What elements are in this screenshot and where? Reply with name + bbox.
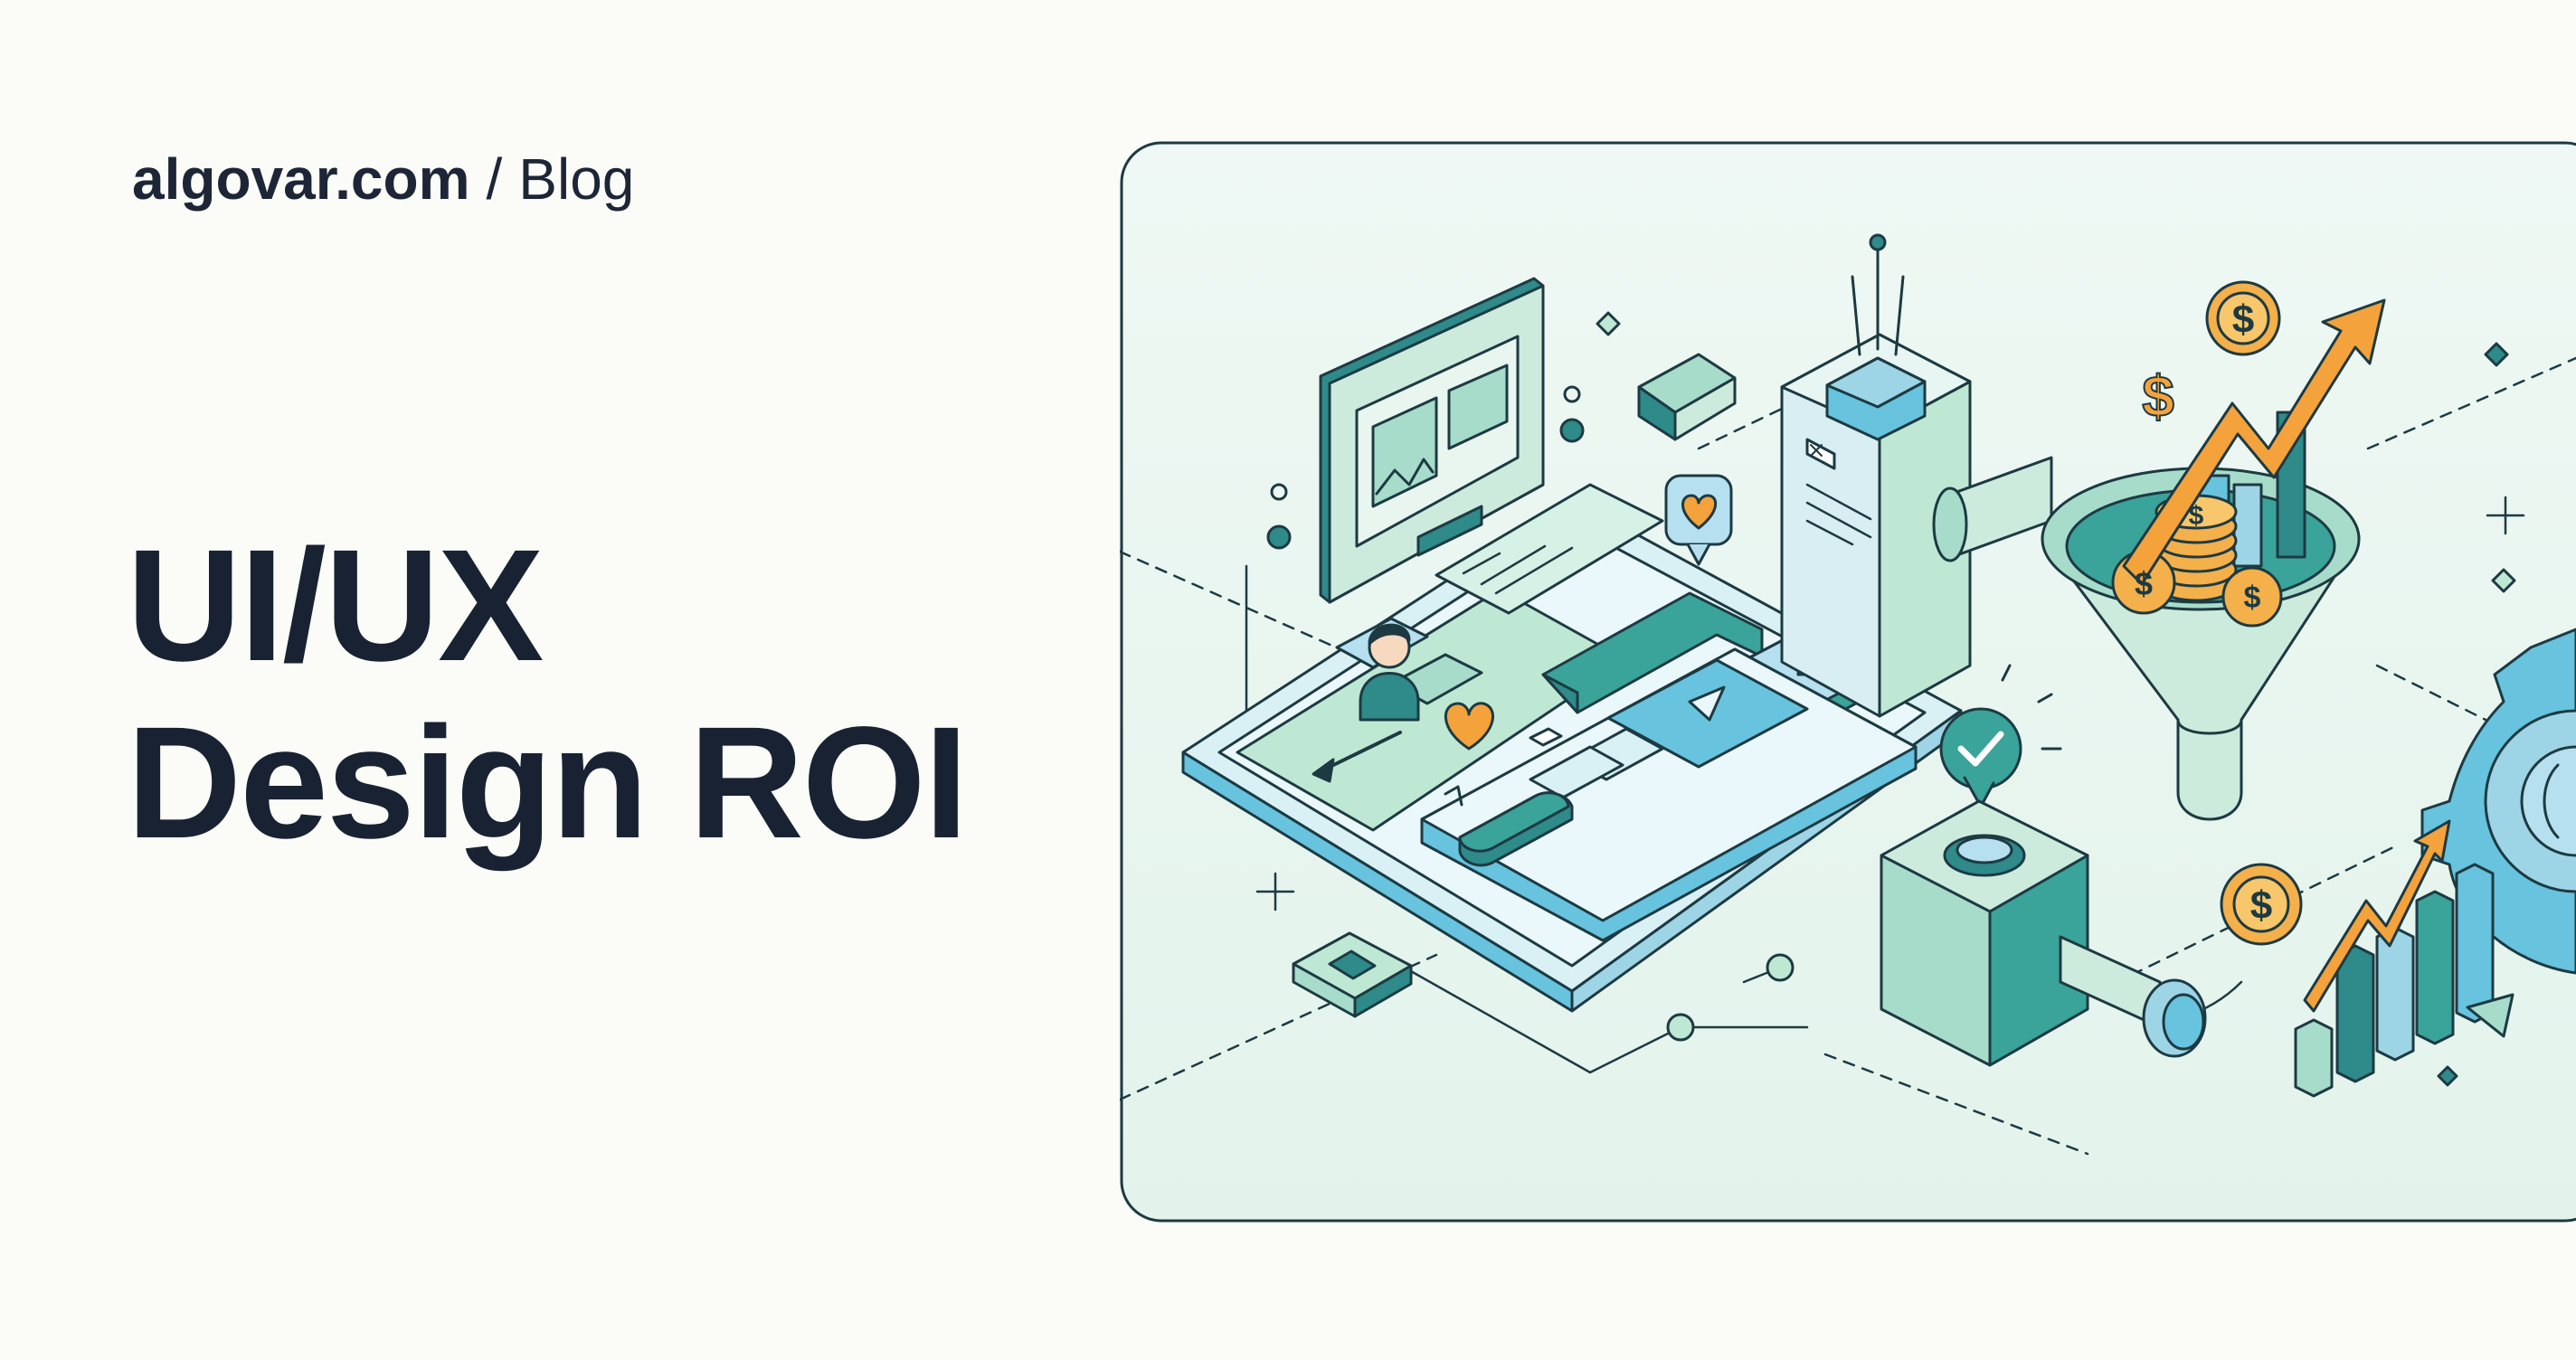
coin-symbol-top: $ [2232, 298, 2254, 342]
page-title-line-2: Design ROI [127, 694, 969, 872]
server-tower [1780, 233, 1972, 718]
decorative-diamonds [1596, 311, 2516, 1087]
envelope-icon [1637, 353, 1737, 441]
page-title: UI/UX Design ROI [127, 517, 969, 872]
page-title-line-1: UI/UX [127, 517, 544, 694]
coin-symbol-floating: $ [2142, 364, 2174, 429]
coin-symbol-stack: $ [2189, 501, 2204, 531]
machine-box [1880, 799, 2207, 1067]
user-avatar-left [1359, 623, 1420, 722]
coin-icon [2205, 280, 2281, 356]
breadcrumb-section-link[interactable]: Blog [518, 146, 635, 212]
coin-symbol-lower: $ [2250, 883, 2272, 928]
chip-icon [1292, 931, 1413, 1018]
coin-symbol-left: $ [2135, 565, 2153, 602]
breadcrumb-site-link[interactable]: algovar.com [132, 146, 470, 212]
heart-chat-bubble-icon [1664, 474, 1733, 566]
decorative-dots [1266, 385, 1585, 550]
decorative-sparkles [1255, 496, 2525, 911]
breadcrumb: algovar.com/Blog [132, 143, 634, 215]
coin-symbol-right: $ [2244, 581, 2261, 615]
isometric-roi-illustration: $ $ $ $ $ $ [1120, 141, 2576, 1223]
form-card [1420, 647, 1918, 942]
growth-arrow-large [2122, 298, 2386, 586]
bar-chart-small [2294, 819, 2495, 1098]
monitor-icon [1319, 277, 1545, 604]
coin-symbols: $ $ $ $ $ $ [2135, 298, 2272, 928]
hero-illustration: $ $ $ $ $ $ [1120, 141, 2576, 1223]
coin-icon-lower [2220, 863, 2303, 946]
check-badge-icon [1939, 664, 2062, 808]
heart-icon [1444, 702, 1494, 751]
breadcrumb-separator: / [486, 146, 503, 212]
